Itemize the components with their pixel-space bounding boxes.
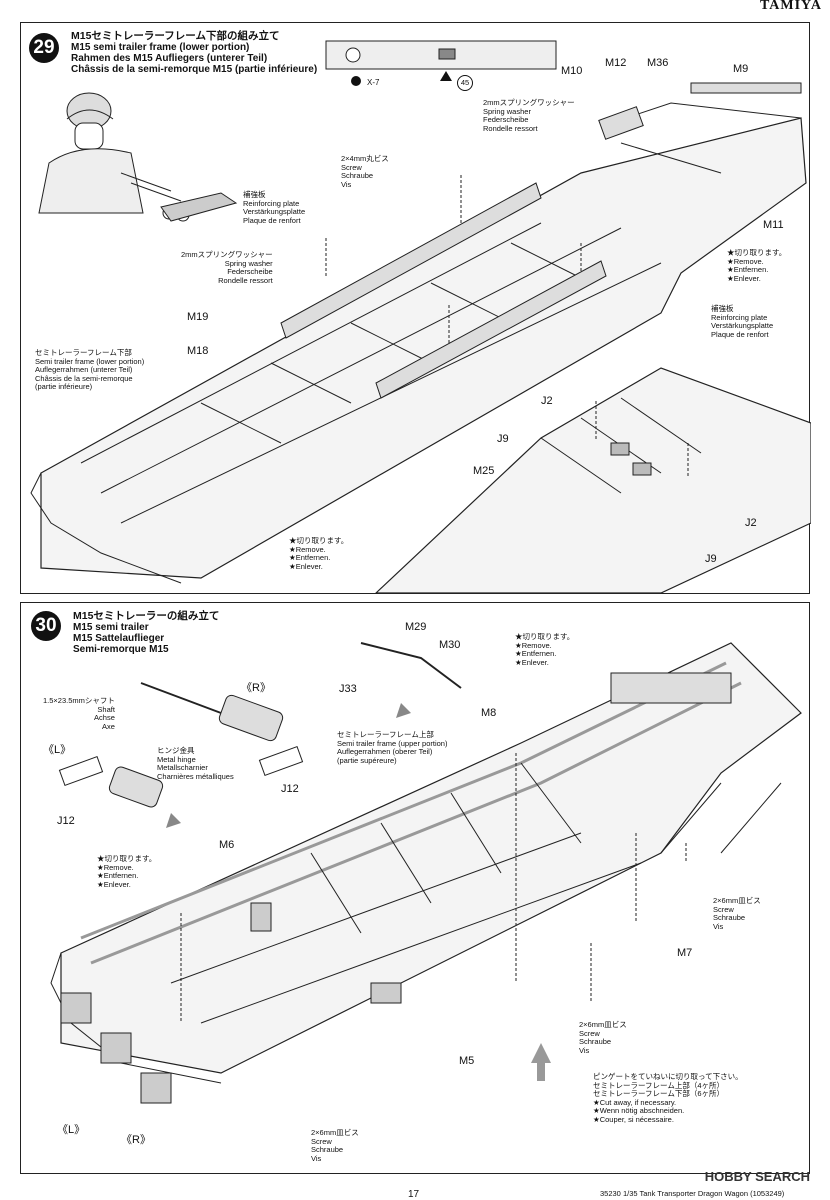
label-remove-right: ★切り取ります。★Remove.★Entfernen.★Enlever. <box>727 248 787 283</box>
title-en: M15 semi trailer <box>73 622 149 633</box>
step-29-title: M15セミトレーラーフレーム下部の組み立て M15 semi trailer f… <box>71 30 318 76</box>
part-m7: M7 <box>677 947 693 959</box>
legend-step-ref: 45 <box>457 75 473 91</box>
part-j33: J33 <box>339 683 357 695</box>
title-jp: M15セミトレーラーフレーム下部の組み立て <box>71 30 280 42</box>
part-j2-bottom: J2 <box>745 517 757 529</box>
label-remove-bottom: ★切り取ります。★Remove.★Entfernen.★Enlever. <box>289 536 349 571</box>
part-j12-right: J12 <box>281 783 299 795</box>
lower-frame <box>30 82 807 584</box>
step-30-panel: 30 M15セミトレーラーの組み立て M15 semi trailer M15 … <box>20 602 810 1174</box>
soldier-illustration <box>38 92 238 222</box>
step-30-illustration <box>50 642 802 1104</box>
part-m10: M10 <box>561 65 583 77</box>
step-30-number: 30 <box>31 611 61 641</box>
part-m29: M29 <box>405 621 427 633</box>
part-j12-left: J12 <box>57 815 75 827</box>
title-en: M15 semi trailer frame (lower portion) <box>71 42 250 53</box>
footer-text: 35230 1/35 Tank Transporter Dragon Wagon… <box>600 1189 785 1198</box>
part-m8: M8 <box>481 707 497 719</box>
part-r-top: 《R》 <box>241 682 271 694</box>
title-de: M15 Sattelauflieger <box>73 633 165 644</box>
brand-logo: TAMIYA <box>759 0 822 13</box>
part-l-top: 《L》 <box>43 744 72 756</box>
part-m11: M11 <box>763 219 784 231</box>
part-m19: M19 <box>187 311 209 323</box>
part-m5: M5 <box>459 1055 475 1067</box>
step-29-illustration <box>30 40 811 594</box>
label-remove-top: ★切り取ります。★Remove.★Entfernen.★Enlever. <box>515 632 575 667</box>
title-jp: M15セミトレーラーの組み立て <box>73 610 220 622</box>
title-fr: Châssis de la semi-remorque M15 (partie … <box>71 64 318 75</box>
part-j9-top: J9 <box>497 433 509 445</box>
inset-detail <box>374 367 811 594</box>
label-remove-left: ★切り取ります。★Remove.★Entfernen.★Enlever. <box>97 854 157 889</box>
part-m36: M36 <box>647 57 669 69</box>
part-l-bottom: 《L》 <box>57 1124 86 1136</box>
step-30-title: M15セミトレーラーの組み立て M15 semi trailer M15 Sat… <box>73 610 220 656</box>
title-de: Rahmen des M15 Aufliegers (unterer Teil) <box>71 53 268 64</box>
label-cut-note: ピンゲートをていねいに切り取って下さい。セミトレーラーフレーム上部（4ヶ所）セミ… <box>593 1072 743 1124</box>
page-number: 17 <box>408 1189 420 1200</box>
part-m30: M30 <box>439 639 461 651</box>
part-m6: M6 <box>219 839 235 851</box>
watermark: HOBBY SEARCH <box>704 1169 810 1184</box>
hinge-assembly <box>58 642 462 828</box>
legend-x7: X-7 <box>367 78 380 87</box>
part-m18: M18 <box>187 345 209 357</box>
part-m25: M25 <box>473 465 495 477</box>
upper-frame <box>50 642 802 1104</box>
title-fr: Semi-remorque M15 <box>73 644 169 655</box>
step-29-number: 29 <box>29 33 59 63</box>
step-29-panel: 29 M15セミトレーラーフレーム下部の組み立て M15 semi traile… <box>20 22 811 594</box>
part-r-bottom: 《R》 <box>121 1134 151 1146</box>
part-m12: M12 <box>605 57 627 69</box>
part-m9: M9 <box>733 63 749 75</box>
part-j2-top: J2 <box>541 395 553 407</box>
part-j9-bottom: J9 <box>705 553 717 565</box>
